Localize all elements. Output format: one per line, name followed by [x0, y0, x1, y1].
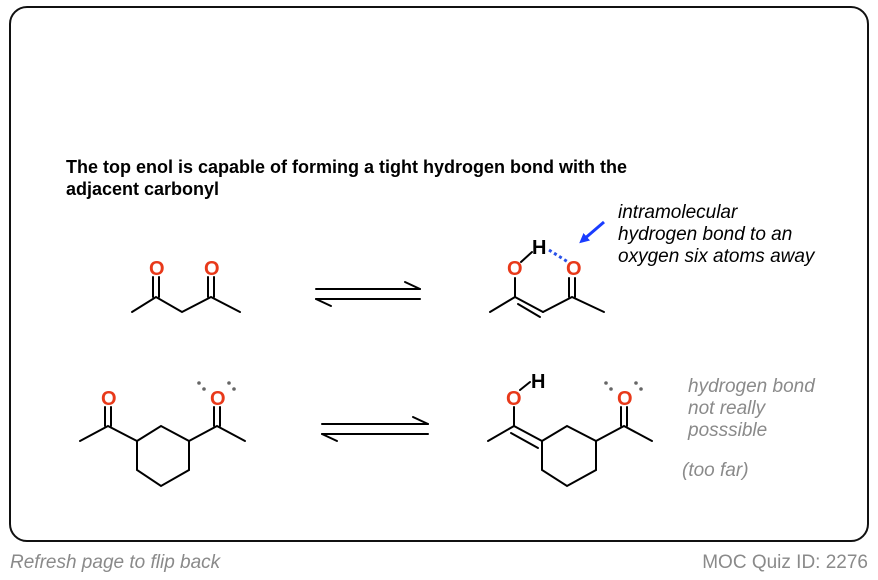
- cyclohexane-ring-left: [136, 424, 190, 488]
- enol-carbonyl-oxygen: O: [566, 258, 582, 280]
- enol-cc-double-bond-a: [514, 296, 544, 313]
- cyclohexane-ring-right: [541, 424, 597, 488]
- heading-line-1: The top enol is capable of forming a tig…: [66, 157, 627, 177]
- note-top-line-2: hydrogen bond to an: [618, 224, 793, 245]
- cyclohexyl-enol-structure: O H O: [487, 371, 653, 488]
- forward-arrow-head-bottom: [412, 416, 429, 425]
- enol-hydroxyl-hydrogen-bottom: H: [531, 371, 545, 393]
- refresh-hint: Refresh page to flip back: [10, 552, 221, 573]
- intramolecular-hbond-note: intramolecular hydrogen bond to an oxyge…: [618, 202, 868, 268]
- enol-cc-double-bond-b: [517, 303, 541, 318]
- left-acetyl-oxygen: O: [101, 388, 117, 410]
- too-far-note: (too far): [682, 460, 749, 481]
- diketone-backbone: [131, 295, 241, 314]
- note-bottom-line-3: posssible: [688, 420, 768, 441]
- reverse-arrow-head-bottom: [321, 433, 338, 442]
- forward-arrow-head-top: [404, 281, 421, 290]
- heading-line-2: adjacent carbonyl: [66, 179, 220, 199]
- diketone-oxygen-1: O: [149, 258, 165, 280]
- enol-methyl-bond-2: [487, 425, 515, 442]
- equilibrium-arrows-bottom: [321, 416, 429, 442]
- hydrogen-bond-dotted-line: [548, 248, 569, 264]
- enol-o-h-bond-bottom: [519, 381, 531, 391]
- exocyclic-double-bond-b: [510, 432, 539, 449]
- lone-pair-dot: [639, 387, 643, 391]
- lone-pair-dot: [232, 387, 236, 391]
- explanation-heading: The top enol is capable of forming a tig…: [66, 156, 786, 200]
- lone-pair-dot: [202, 387, 206, 391]
- right-acetyl-oxygen: O: [210, 388, 226, 410]
- note-bottom-line-2: not really: [688, 398, 766, 419]
- exocyclic-double-bond-a: [513, 425, 543, 442]
- note-top-line-3: oxygen six atoms away: [618, 246, 815, 267]
- equilibrium-arrows-top: [315, 281, 421, 307]
- enol-structure-top: O H O: [489, 237, 605, 318]
- note-bottom-line-1: hydrogen bond: [688, 376, 815, 397]
- reverse-arrow-head-top: [315, 298, 332, 307]
- right-acetyl-bonds: [188, 424, 246, 442]
- diacetylcyclohexane-structure: O O: [79, 381, 246, 488]
- diketone-oxygen-2: O: [204, 258, 220, 280]
- lone-pair-dot: [609, 387, 613, 391]
- enol-o-h-bond: [520, 251, 533, 263]
- lone-pair-dot: [604, 381, 608, 385]
- acetyl-bonds-bottom-right: [595, 424, 653, 442]
- enol-methyl-bond-1: [489, 296, 516, 313]
- lone-pair-dot: [197, 381, 201, 385]
- lone-pair-dot: [227, 381, 231, 385]
- hbond-pointer-arrow: [579, 220, 605, 244]
- acetyl-oxygen-bottom-right: O: [617, 388, 633, 410]
- lone-pair-dot: [634, 381, 638, 385]
- quiz-card: [9, 6, 869, 542]
- enol-right-backbone: [542, 295, 605, 313]
- left-acetyl-bonds: [79, 424, 138, 442]
- enol-hydroxyl-oxygen: O: [507, 258, 523, 280]
- quiz-id-label: MOC Quiz ID: 2276: [702, 552, 868, 573]
- enol-hydroxyl-hydrogen: H: [532, 237, 546, 259]
- note-top-line-1: intramolecular: [618, 202, 738, 223]
- diketone-structure: O O: [131, 258, 241, 314]
- hbond-not-possible-note: hydrogen bond not really posssible: [688, 376, 858, 442]
- enol-hydroxyl-oxygen-bottom: O: [506, 388, 522, 410]
